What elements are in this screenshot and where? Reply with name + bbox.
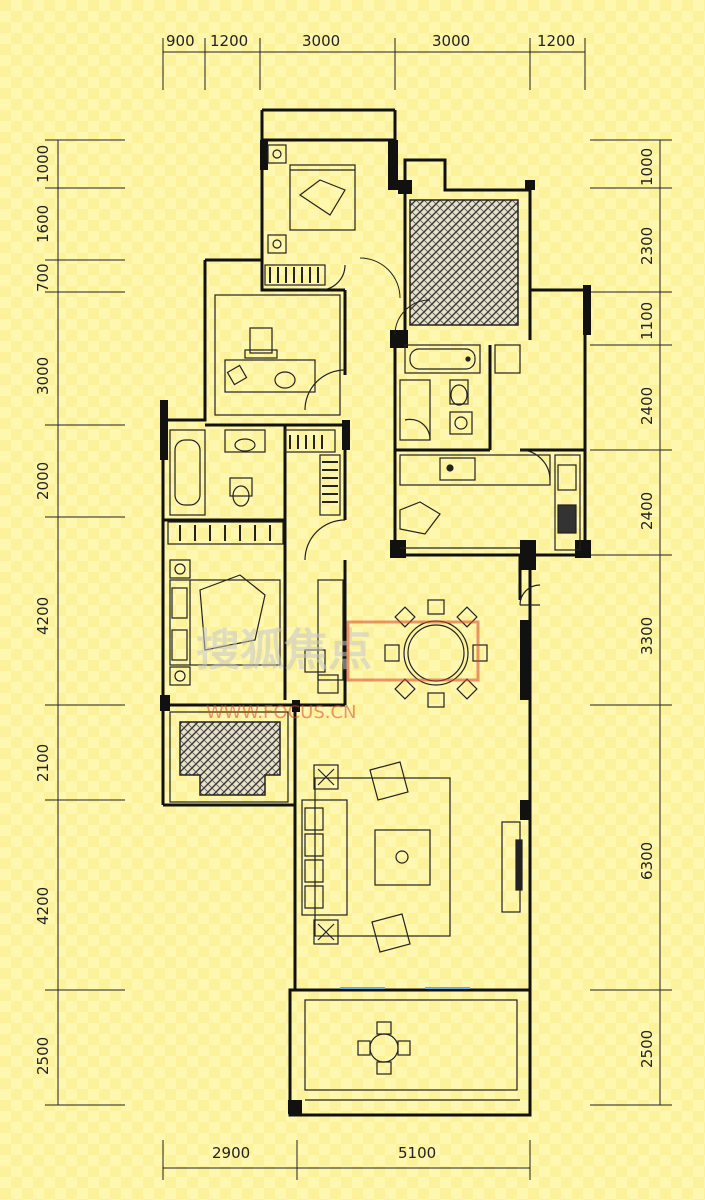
dimension-right — [590, 139, 672, 1106]
wall-columns — [160, 140, 591, 1114]
dim-right-7: 6300 — [638, 842, 656, 880]
dim-top-1: 900 — [166, 32, 195, 50]
dim-top-3: 3000 — [302, 32, 340, 50]
walls — [161, 108, 587, 1117]
dim-top-2: 1200 — [210, 32, 248, 50]
dimension-left — [45, 139, 125, 1106]
dim-top-5: 1200 — [537, 32, 575, 50]
dim-left-7: 2100 — [34, 744, 52, 782]
dim-left-6: 4200 — [34, 597, 52, 635]
dim-bottom-1: 2900 — [212, 1144, 250, 1162]
dim-right-2: 2300 — [638, 227, 656, 265]
bedroom-left — [167, 519, 346, 694]
study — [214, 294, 346, 416]
balcony — [304, 987, 520, 1101]
dim-right-3: 1100 — [638, 302, 656, 340]
hatched-area-lower — [169, 711, 289, 803]
dim-left-3: 700 — [34, 263, 52, 292]
dim-left-1: 1000 — [34, 145, 52, 183]
dim-right-1: 1000 — [638, 148, 656, 186]
dim-right-4: 2400 — [638, 387, 656, 425]
watermark-url: WWW.FOCUS.CN — [206, 702, 357, 723]
door-swing — [394, 299, 431, 336]
bathroom-left — [169, 429, 341, 516]
hatched-area-upper — [409, 199, 519, 326]
dim-left-9: 2500 — [34, 1037, 52, 1075]
bathroom-upper-right — [399, 344, 521, 441]
watermark-logo: 搜狐焦点 WWW.FOCUS.CN — [196, 620, 480, 723]
bedroom-top — [264, 144, 356, 291]
dim-right-5: 2400 — [638, 492, 656, 530]
watermark-text-cn: 搜狐焦点 — [196, 625, 372, 676]
dim-left-5: 2000 — [34, 462, 52, 500]
dim-left-8: 4200 — [34, 887, 52, 925]
dimension-bottom — [162, 1140, 531, 1180]
door-swing — [359, 257, 401, 299]
dimension-top — [162, 38, 586, 90]
dim-left-2: 1600 — [34, 205, 52, 243]
dim-top-4: 3000 — [432, 32, 470, 50]
dim-right-6: 3300 — [638, 617, 656, 655]
dim-left-4: 3000 — [34, 357, 52, 395]
dim-right-8: 2500 — [638, 1030, 656, 1068]
dim-bottom-2: 5100 — [398, 1144, 436, 1162]
living-room — [301, 761, 523, 953]
kitchen — [399, 449, 581, 551]
